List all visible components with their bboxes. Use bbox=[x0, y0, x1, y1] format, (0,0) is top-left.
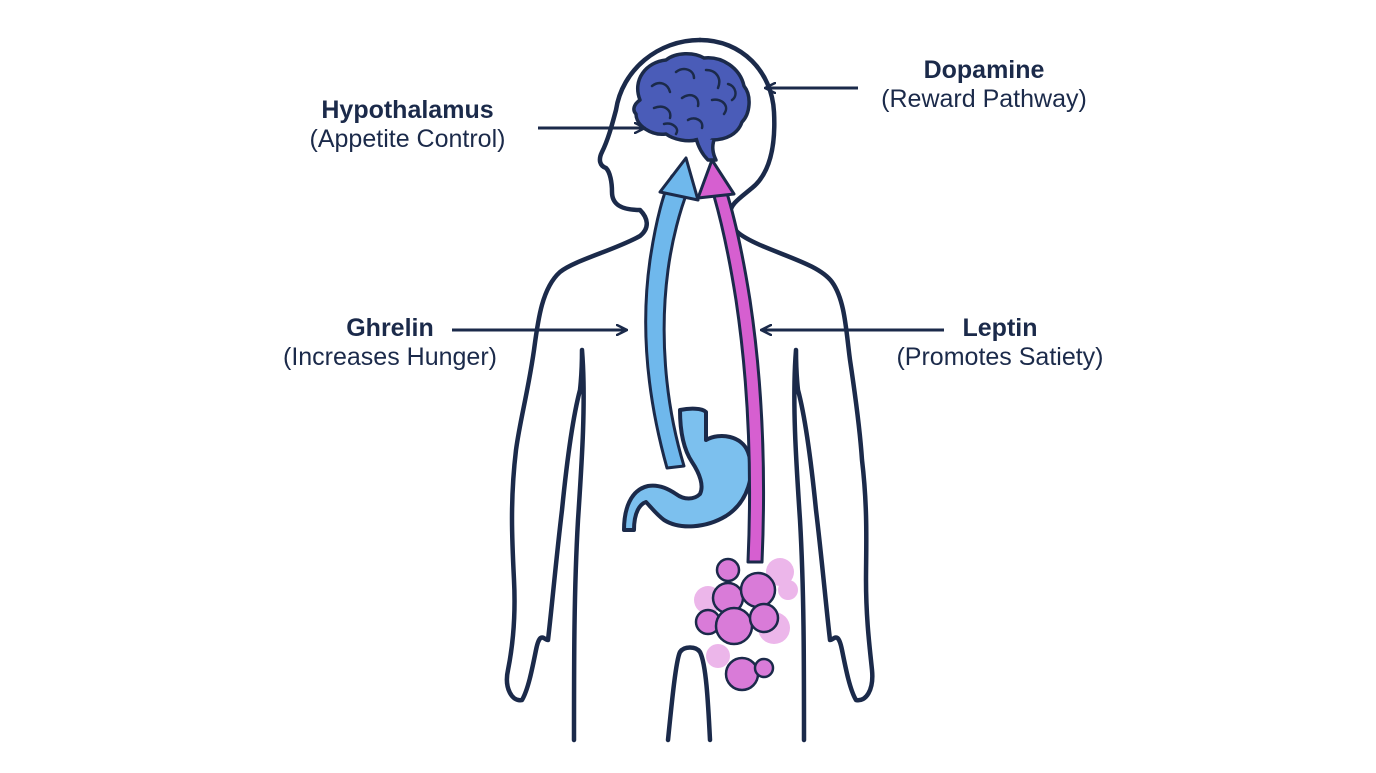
leptin-subtitle: (Promotes Satiety) bbox=[896, 342, 1104, 371]
ghrelin-pathway-arrow bbox=[644, 156, 700, 470]
hypothalamus-label: Hypothalamus (Appetite Control) bbox=[270, 96, 545, 154]
leptin-pathway-arrow bbox=[696, 158, 765, 564]
hypothalamus-subtitle: (Appetite Control) bbox=[309, 124, 506, 153]
leptin-title: Leptin bbox=[962, 314, 1038, 342]
ghrelin-subtitle: (Increases Hunger) bbox=[283, 342, 497, 371]
body-outline-crotch bbox=[665, 645, 713, 743]
fat-cells-icon bbox=[694, 557, 798, 692]
dopamine-title: Dopamine bbox=[923, 56, 1045, 84]
brain-icon bbox=[632, 52, 751, 162]
ghrelin-label: Ghrelin (Increases Hunger) bbox=[245, 314, 535, 372]
body-outline-left bbox=[504, 37, 703, 743]
stomach-icon bbox=[622, 406, 753, 532]
leptin-label: Leptin (Promotes Satiety) bbox=[860, 314, 1140, 372]
dopamine-subtitle: (Reward Pathway) bbox=[881, 84, 1087, 113]
ghrelin-title: Ghrelin bbox=[346, 314, 434, 342]
hypothalamus-title: Hypothalamus bbox=[321, 96, 494, 124]
dopamine-label: Dopamine (Reward Pathway) bbox=[850, 56, 1118, 114]
